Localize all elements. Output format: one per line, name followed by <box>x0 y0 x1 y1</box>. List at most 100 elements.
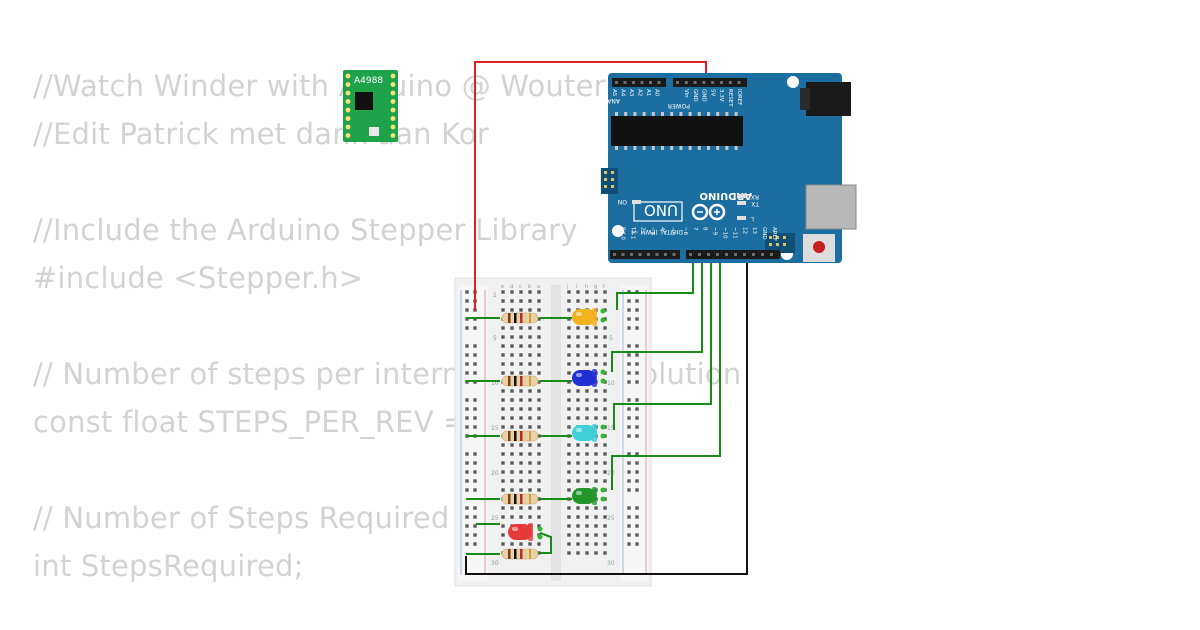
header-pin[interactable] <box>613 253 616 256</box>
bb-rail-hole <box>635 506 639 510</box>
reset-button[interactable] <box>813 241 825 253</box>
on-label-group: ON <box>618 198 627 205</box>
bb-hole <box>501 389 505 393</box>
header-pin[interactable] <box>737 81 741 84</box>
bb-row-label-right-30: 30 <box>607 560 615 567</box>
bb-hole <box>501 506 505 510</box>
analog-pin-label: A5 <box>611 89 617 97</box>
bb-hole <box>594 533 598 537</box>
bb-hole <box>528 335 532 339</box>
header-pin[interactable] <box>623 81 627 84</box>
driver-pin <box>345 99 351 104</box>
bb-rail-hole <box>627 506 631 510</box>
bb-rail-hole <box>627 425 631 429</box>
wire-signal-green <box>611 256 721 490</box>
header-pin[interactable] <box>649 81 652 84</box>
bb-hole <box>528 371 532 375</box>
header-pin[interactable] <box>655 253 659 256</box>
bb-row-label-right-5: 5 <box>609 335 613 342</box>
bb-hole <box>603 353 607 357</box>
bb-rail-hole <box>635 533 639 537</box>
bb-hole <box>585 335 589 339</box>
header-pin[interactable] <box>693 81 697 84</box>
header-pin[interactable] <box>676 81 679 84</box>
header-pin[interactable] <box>621 253 625 256</box>
bb-hole <box>594 398 598 402</box>
bb-hole <box>603 290 607 294</box>
bb-hole <box>567 308 571 312</box>
power-pin-label: Vin <box>683 89 689 98</box>
bb-hole <box>537 299 541 303</box>
header-pin[interactable] <box>647 253 650 256</box>
header-pin[interactable] <box>698 253 701 256</box>
bb-hole <box>594 542 598 546</box>
chip-leg <box>725 112 729 116</box>
bb-hole <box>519 443 523 447</box>
header-pin[interactable] <box>640 81 644 84</box>
header-pin[interactable] <box>672 253 676 256</box>
bb-hole <box>501 362 505 366</box>
bb-hole <box>603 326 607 330</box>
bb-rail-hole <box>465 407 469 411</box>
bb-col-letter: b <box>528 284 531 290</box>
bb-rail-hole <box>473 524 477 528</box>
bb-hole <box>528 470 532 474</box>
header-pin[interactable] <box>638 253 642 256</box>
header-pin[interactable] <box>664 253 667 256</box>
power-pin-label: GND <box>692 89 698 102</box>
infinity-logo <box>691 203 726 221</box>
header-pin[interactable] <box>720 81 723 84</box>
bb-hole <box>519 335 523 339</box>
header-pin[interactable] <box>734 253 737 256</box>
header-pin[interactable] <box>689 253 692 256</box>
bb-hole <box>537 317 541 321</box>
analog-pin-label: A2 <box>637 89 643 96</box>
analog-pin-labels: ANALOG IN <box>587 97 620 104</box>
header-pin[interactable] <box>684 81 688 84</box>
bb-hole <box>594 443 598 447</box>
header-pin[interactable] <box>657 81 661 84</box>
tx-label: TX <box>751 200 760 207</box>
power-pin-label: RESET <box>727 89 733 107</box>
digital-pin-label: GND <box>761 227 767 240</box>
bb-rail-hole <box>635 398 639 402</box>
bb-hole <box>510 470 514 474</box>
digital-pin-label: 2 <box>639 227 645 231</box>
bb-row-label-right-10: 10 <box>607 380 615 387</box>
header-pin[interactable] <box>725 253 728 256</box>
bb-rail-hole <box>473 398 477 402</box>
bb-hole <box>528 299 532 303</box>
header-pin[interactable] <box>711 81 715 84</box>
analog-pin-label: A0 <box>654 89 660 97</box>
header-pin[interactable] <box>716 253 719 256</box>
header-pin[interactable] <box>632 81 635 84</box>
bb-hole <box>585 524 589 528</box>
header-pin[interactable] <box>615 81 618 84</box>
bb-hole <box>528 362 532 366</box>
bb-hole <box>519 416 523 420</box>
chip-leg <box>734 146 738 150</box>
bb-hole <box>567 515 571 519</box>
led-yellow <box>572 308 606 326</box>
chip-leg <box>707 146 710 150</box>
atmega-chip <box>611 116 743 146</box>
header-pin[interactable] <box>743 253 746 256</box>
bb-hole <box>603 533 607 537</box>
chip-leg <box>707 112 710 116</box>
header-pin[interactable] <box>770 253 773 256</box>
bb-rail-hole <box>627 398 631 402</box>
header-pin[interactable] <box>728 81 732 84</box>
header-pin[interactable] <box>707 253 710 256</box>
header-pin[interactable] <box>761 253 764 256</box>
header-pin[interactable] <box>702 81 706 84</box>
leds <box>508 308 606 541</box>
power-header-label: POWER <box>668 102 690 109</box>
bb-hole <box>510 335 514 339</box>
digital-pin-label: ~11 <box>731 227 737 239</box>
header-pin[interactable] <box>630 253 633 256</box>
bb-hole <box>501 452 505 456</box>
header-pin[interactable] <box>752 253 755 256</box>
bb-hole <box>594 326 598 330</box>
bb-hole <box>528 443 532 447</box>
driver-potentiometer <box>369 127 379 136</box>
